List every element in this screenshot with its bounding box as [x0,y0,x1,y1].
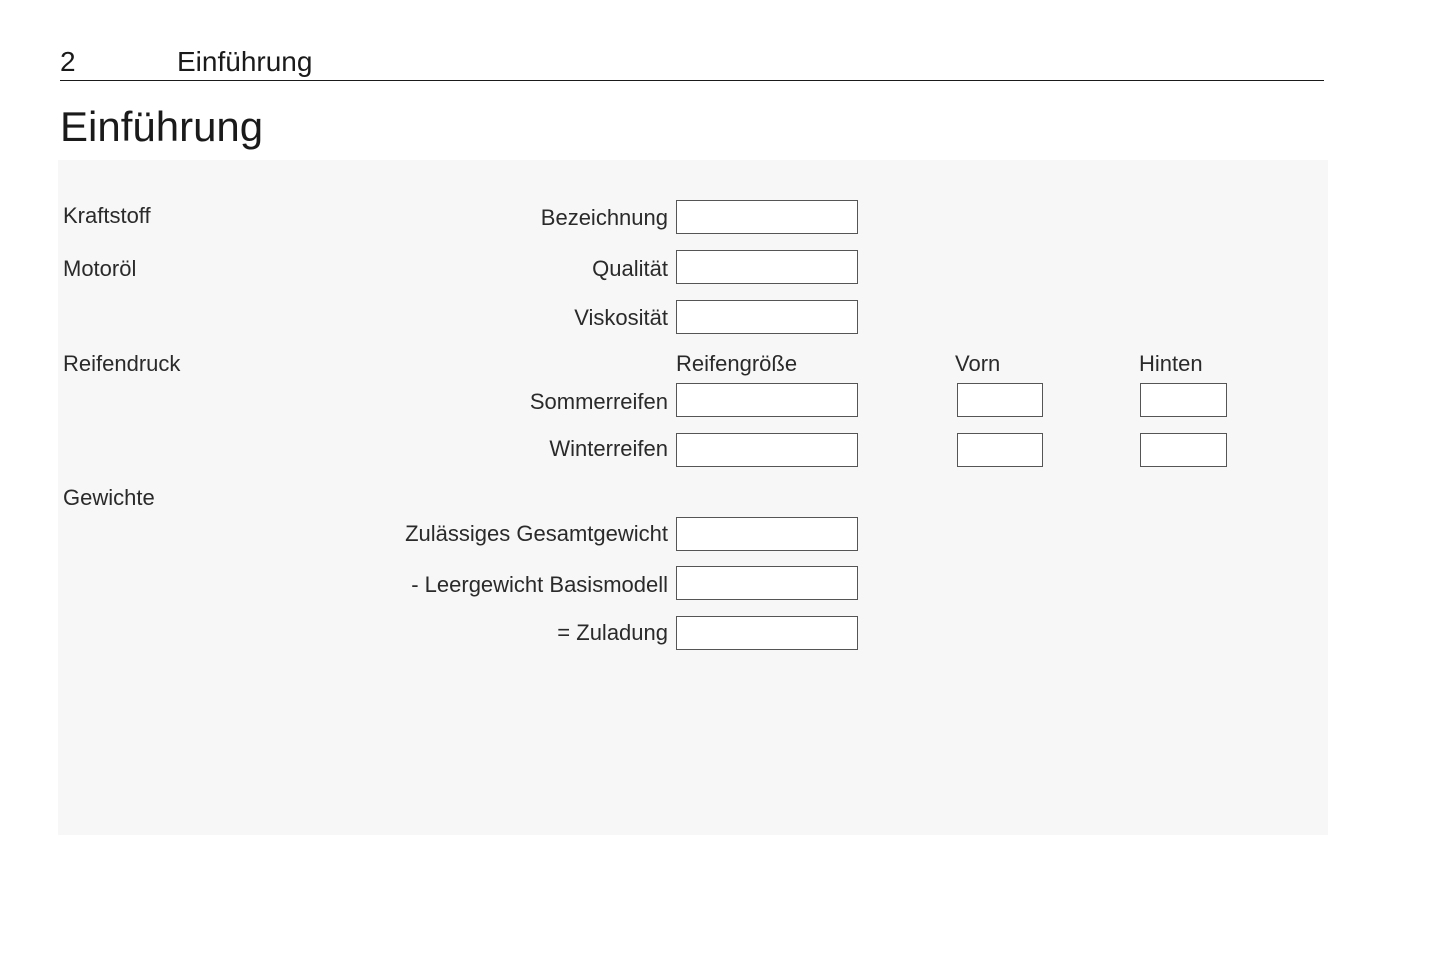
sommerreifen-rear-pressure-field[interactable] [1140,383,1227,417]
bezeichnung-field[interactable] [676,200,858,234]
column-header-rear: Hinten [1139,351,1203,376]
field-label-viskositaet: Viskosität [574,305,668,330]
winterreifen-size-field[interactable] [676,433,858,467]
field-label-zuladung: = Zuladung [557,620,668,645]
qualitaet-field[interactable] [676,250,858,284]
vehicle-data-form: Kraftstoff Bezeichnung Motoröl Qualität … [58,160,1328,835]
section-label-reifendruck: Reifendruck [63,351,181,376]
winterreifen-rear-pressure-field[interactable] [1140,433,1227,467]
column-header-tire-size: Reifengröße [676,351,798,376]
sommerreifen-front-pressure-field[interactable] [957,383,1043,417]
page-number: 2 [60,46,76,77]
sommerreifen-size-field[interactable] [676,383,858,417]
running-title: Einführung [177,46,313,77]
field-label-zulaessiges-gesamtgewicht: Zulässiges Gesamtgewicht [405,521,668,546]
field-label-bezeichnung: Bezeichnung [540,205,668,230]
section-label-kraftstoff: Kraftstoff [63,203,151,228]
field-label-sommerreifen: Sommerreifen [529,389,668,414]
field-label-qualitaet: Qualität [592,256,668,281]
zulaessiges-gesamtgewicht-field[interactable] [676,517,858,551]
running-header: 2 Einführung [60,44,1324,81]
column-header-front: Vorn [955,351,1001,376]
section-label-gewichte: Gewichte [63,485,155,510]
viskositaet-field[interactable] [676,300,858,334]
page-title: Einführung [60,103,264,150]
field-label-winterreifen: Winterreifen [549,436,668,461]
zuladung-field[interactable] [676,616,858,650]
leergewicht-field[interactable] [676,566,858,600]
winterreifen-front-pressure-field[interactable] [957,433,1043,467]
field-label-leergewicht: - Leergewicht Basismodell [411,572,668,597]
section-label-motoroel: Motoröl [63,256,137,281]
